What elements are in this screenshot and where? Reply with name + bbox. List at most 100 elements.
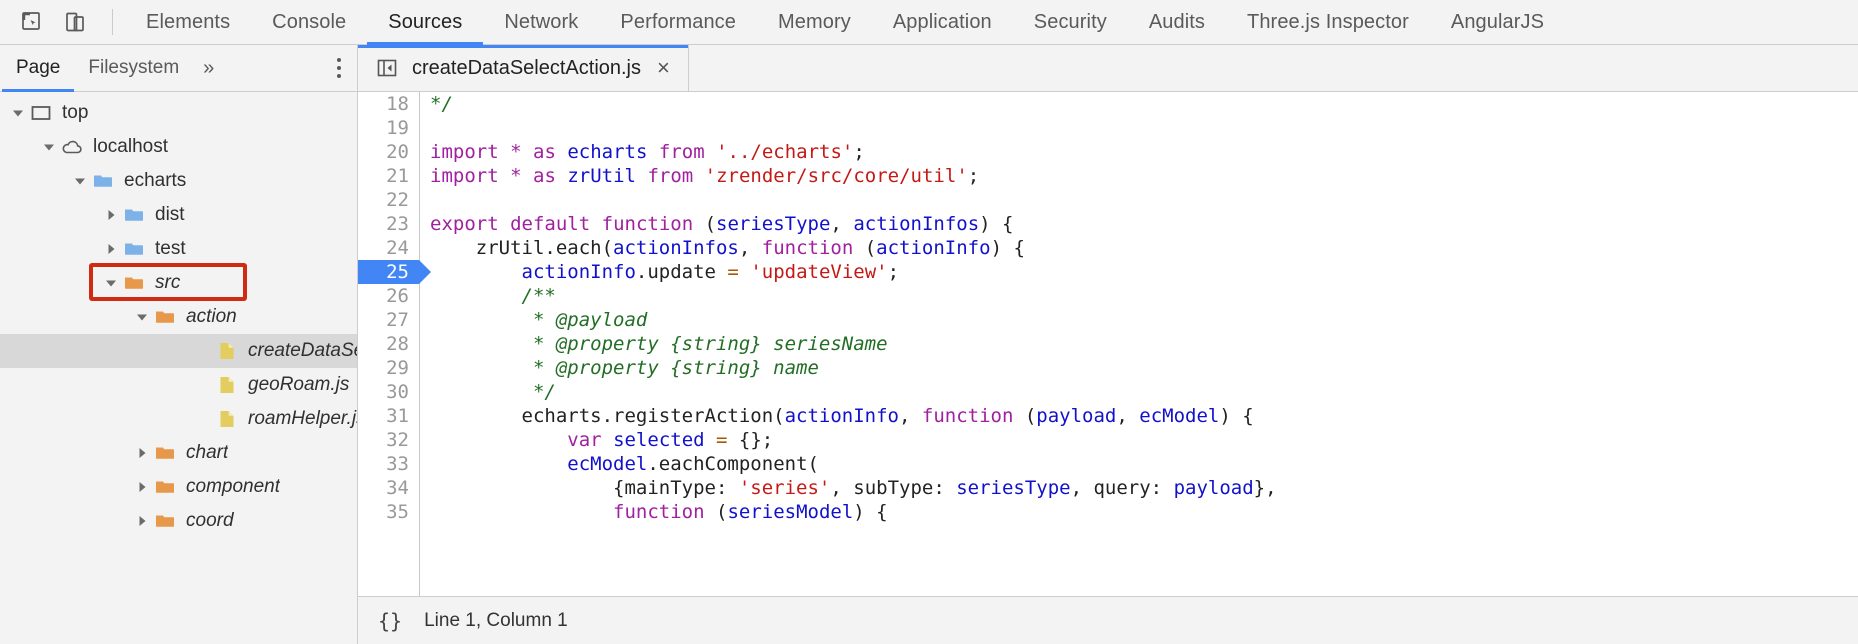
chevron-down-icon[interactable] [39,130,59,164]
pretty-print-icon[interactable]: {} [378,608,403,633]
tab-label: Network [504,10,579,33]
tab-angularjs[interactable]: AngularJS [1430,0,1565,44]
line-number[interactable]: 18 [386,93,409,115]
tree-folder-row[interactable]: action [0,300,357,334]
tree-folder-row[interactable]: localhost [0,130,357,164]
code-token [739,261,750,283]
code-line[interactable]: {mainType: 'series', subType: seriesType… [420,476,1858,500]
code-token [556,165,567,187]
code-line[interactable]: */ [420,380,1858,404]
line-number[interactable]: 20 [386,141,409,163]
tree-folder-row[interactable]: test [0,232,357,266]
tab-three-js-inspector[interactable]: Three.js Inspector [1226,0,1430,44]
tab-memory[interactable]: Memory [757,0,872,44]
line-number[interactable]: 30 [386,381,409,403]
tab-network[interactable]: Network [483,0,599,44]
code-line[interactable]: export default function (seriesType, act… [420,212,1858,236]
line-number[interactable]: 24 [386,237,409,259]
code-content[interactable]: */ import * as echarts from '../echarts'… [420,92,1858,596]
tab-label: Security [1033,10,1107,33]
chevron-down-icon[interactable] [8,96,28,130]
navigator-more-tabs-icon[interactable]: » [203,56,215,79]
tab-application[interactable]: Application [872,0,1013,44]
execution-arrow-icon [419,260,431,284]
chevron-right-icon[interactable] [101,198,121,232]
code-token: ecModel [567,453,648,475]
chevron-right-icon[interactable] [132,436,152,470]
line-number[interactable]: 26 [386,285,409,307]
tab-label: Three.js Inspector [1247,10,1409,33]
line-number[interactable]: 31 [386,405,409,427]
tree-folder-row[interactable]: top [0,96,357,130]
code-line[interactable]: import * as zrUtil from 'zrender/src/cor… [420,164,1858,188]
chevron-right-icon[interactable] [101,232,121,266]
code-token: actionInfo [784,405,899,427]
navigator-tab-filesystem[interactable]: Filesystem [74,45,193,91]
tree-file-row[interactable]: geoRoam.js [0,368,357,402]
chevron-down-icon[interactable] [101,266,121,300]
code-line[interactable]: actionInfo.update = 'updateView'; [420,260,1858,284]
chevron-down-icon[interactable] [132,300,152,334]
line-number[interactable]: 35 [386,501,409,523]
code-line[interactable]: zrUtil.each(actionInfos, function (actio… [420,236,1858,260]
code-line[interactable]: import * as echarts from '../echarts'; [420,140,1858,164]
code-token [430,429,567,451]
line-number[interactable]: 34 [386,477,409,499]
line-number[interactable]: 32 [386,429,409,451]
collapse-sidebar-icon[interactable] [376,57,398,79]
device-toolbar-icon[interactable] [58,5,92,39]
line-number[interactable]: 23 [386,213,409,235]
navigator-tab-page[interactable]: Page [2,45,75,92]
tab-audits[interactable]: Audits [1128,0,1226,44]
code-token: ) { [1219,405,1254,427]
line-number[interactable]: 27 [386,309,409,331]
tree-folder-row[interactable]: src [0,266,357,300]
cursor-position-label: Line 1, Column 1 [424,609,568,631]
tab-security[interactable]: Security [1013,0,1128,44]
code-line[interactable]: * @payload [420,308,1858,332]
line-number[interactable]: 22 [386,189,409,211]
code-line[interactable]: * @property {string} name [420,356,1858,380]
tab-performance[interactable]: Performance [599,0,757,44]
editor-tab-createdataselectaction[interactable]: createDataSelectAction.js × [358,45,689,91]
close-icon[interactable]: × [657,55,670,80]
chevron-down-icon[interactable] [70,164,90,198]
tree-folder-row[interactable]: dist [0,198,357,232]
folder-orange-icon [152,442,178,464]
execution-line-marker[interactable]: 25 [358,260,431,284]
tab-elements[interactable]: Elements [125,0,251,44]
tab-label: Performance [620,10,736,33]
code-token: '../echarts' [716,141,854,163]
line-number[interactable]: 28 [386,333,409,355]
tree-file-row[interactable]: createDataSelectAction.js [0,334,357,368]
code-line[interactable] [420,188,1858,212]
inspect-element-icon[interactable] [14,5,48,39]
tree-folder-row[interactable]: echarts [0,164,357,198]
chevron-right-icon[interactable] [132,470,152,504]
chevron-right-icon[interactable] [132,504,152,538]
code-token: */ [430,381,556,403]
line-number[interactable]: 29 [386,357,409,379]
tree-folder-row[interactable]: coord [0,504,357,538]
code-line[interactable]: function (seriesModel) { [420,500,1858,524]
tree-file-row[interactable]: roamHelper.js [0,402,357,436]
tree-folder-row[interactable]: chart [0,436,357,470]
line-number[interactable]: 19 [386,117,409,139]
tab-console[interactable]: Console [251,0,367,44]
tree-folder-row[interactable]: component [0,470,357,504]
code-line[interactable]: echarts.registerAction(actionInfo, funct… [420,404,1858,428]
tree-item-label: action [186,306,237,327]
more-options-icon[interactable] [337,58,341,78]
code-line[interactable]: /** [420,284,1858,308]
code-line[interactable]: * @property {string} seriesName [420,332,1858,356]
line-number[interactable]: 21 [386,165,409,187]
code-line[interactable] [420,116,1858,140]
code-token [522,141,533,163]
code-line[interactable]: */ [420,92,1858,116]
code-line[interactable]: ecModel.eachComponent( [420,452,1858,476]
code-line[interactable]: var selected = {}; [420,428,1858,452]
line-number[interactable]: 33 [386,453,409,475]
tab-sources[interactable]: Sources [367,0,484,45]
